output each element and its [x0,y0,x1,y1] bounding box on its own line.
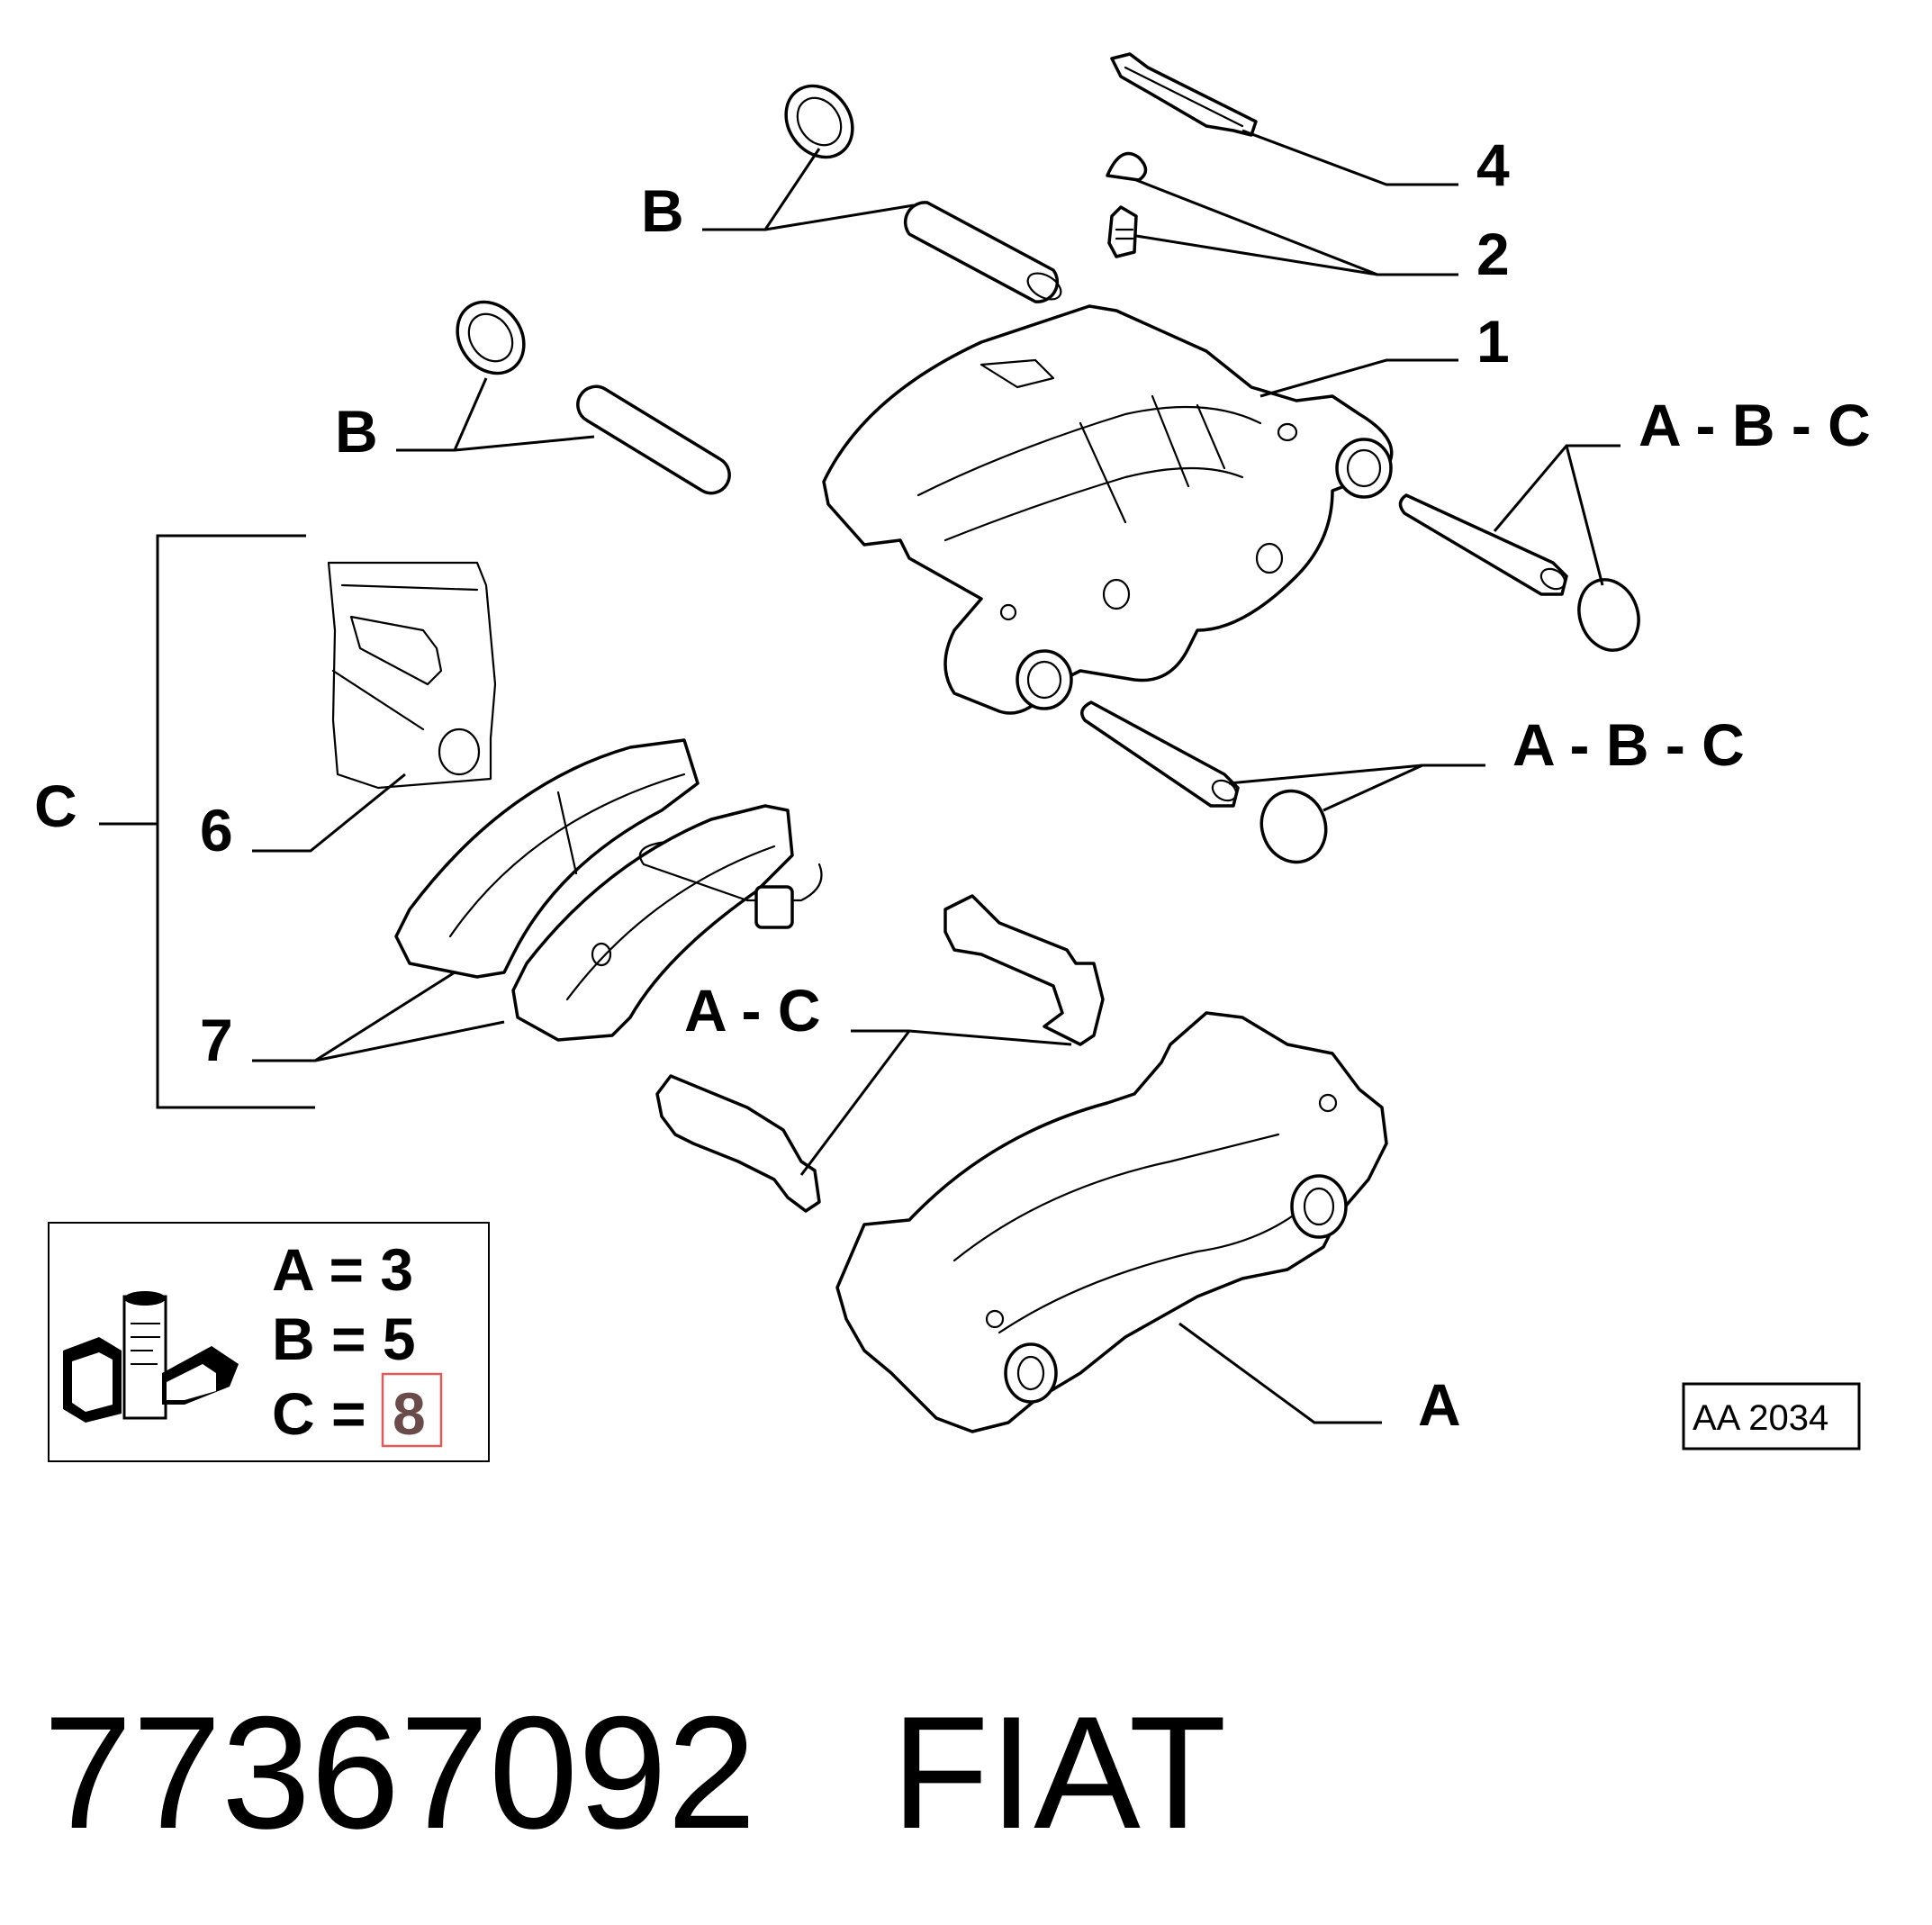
callout-ac: A - C [684,977,821,1044]
pad-spring-clip-upper [943,894,1105,1046]
bleed-screw [1107,205,1138,258]
guide-pin-upper [903,201,1062,303]
brake-pad-outer [394,738,700,979]
callout-2: 2 [1476,221,1510,287]
bleed-cap [1106,151,1148,182]
caliper-bolt-upper [1398,493,1568,596]
callout-1: 1 [1476,308,1510,375]
pad-spring-clip-lower [655,1074,821,1213]
fitting-kit-bag [327,561,497,790]
legend-b: B = 5 [272,1306,416,1372]
guide-pin-boot-upper [784,84,854,159]
dust-cap-lower [1259,789,1328,864]
drawing-code-box: AA 2034 [1682,1382,1861,1451]
callout-abc-lower: A - B - C [1512,711,1745,778]
callout-4: 4 [1476,131,1510,198]
callout-a: A [1418,1371,1461,1438]
spring-clip [1110,52,1258,137]
callout-6: 6 [200,797,233,863]
legend-c-value: 8 [393,1380,426,1447]
callout-b-upper: B [641,177,684,244]
legend-a: A = 3 [272,1236,413,1303]
callout-c-group: C [34,773,77,839]
callout-b-lower: B [335,398,378,465]
callout-7: 7 [200,1007,233,1073]
guide-pin-boot-lower [456,300,526,375]
caliper-body [822,304,1394,715]
brand-name: FIAT [890,1683,1227,1862]
drawing-code: AA 2034 [1693,1398,1828,1438]
leader-lines [99,129,1621,1424]
dust-cap-upper [1577,578,1640,652]
caliper-bolt-lower [1080,700,1240,808]
caliper-carrier [835,1011,1388,1433]
legend-c-prefix: C = [272,1380,366,1447]
brake-pad-inner [511,804,823,1042]
guide-pin-lower [576,384,731,495]
fiat-parts-logo-icon [63,1291,239,1423]
callout-abc-upper: A - B - C [1639,392,1871,458]
legend-c-highlight [381,1372,443,1448]
legend-box: A = 3 B = 5 C = 8 [48,1222,490,1462]
part-number: 77367092 [43,1683,756,1862]
